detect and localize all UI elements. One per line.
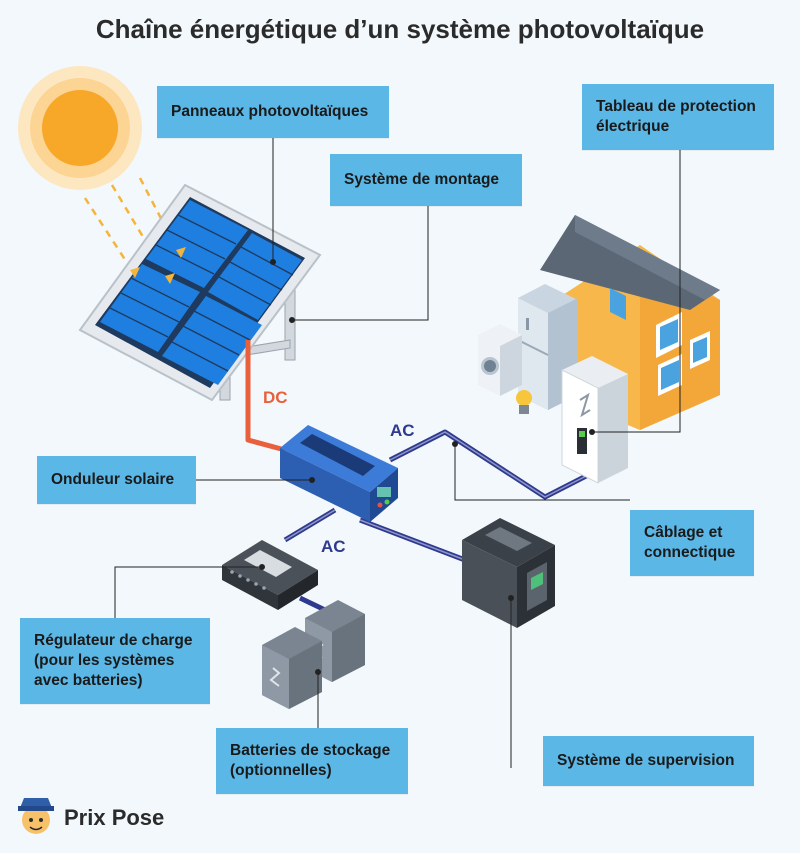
charge-controller-icon	[222, 540, 318, 610]
label-supervision: Système de supervision	[543, 736, 754, 786]
page-title: Chaîne énergétique d’un système photovol…	[95, 14, 705, 44]
washing-machine-icon	[478, 324, 522, 396]
label-onduleur: Onduleur solaire	[37, 456, 196, 504]
supervision-unit-icon	[462, 518, 555, 628]
solar-inverter-icon	[280, 425, 398, 522]
leader-lines	[114, 136, 681, 768]
label-panneaux: Panneaux photovoltaïques	[157, 86, 389, 138]
cables	[245, 340, 592, 613]
mascot-icon	[18, 798, 54, 834]
brand-name: Prix Pose	[64, 805, 165, 830]
flow-dc: DC	[263, 388, 288, 407]
label-cablage: Câblage et connectique	[630, 510, 754, 576]
label-batteries: Batteries de stockage (optionnelles)	[216, 728, 408, 794]
sun-icon	[18, 66, 142, 190]
flow-ac-top: AC	[390, 421, 415, 440]
label-montage: Système de montage	[330, 154, 522, 206]
flow-ac-bottom: AC	[321, 537, 346, 556]
electrical-panel-icon	[561, 356, 628, 484]
solar-panel-icon	[78, 183, 322, 402]
label-tableau: Tableau de protection électrique	[582, 84, 774, 150]
label-regulateur: Régulateur de charge (pour les systèmes …	[20, 618, 210, 704]
battery-icon	[262, 600, 365, 709]
lightbulb-icon	[516, 390, 532, 414]
arrowhead-icon	[130, 247, 186, 284]
